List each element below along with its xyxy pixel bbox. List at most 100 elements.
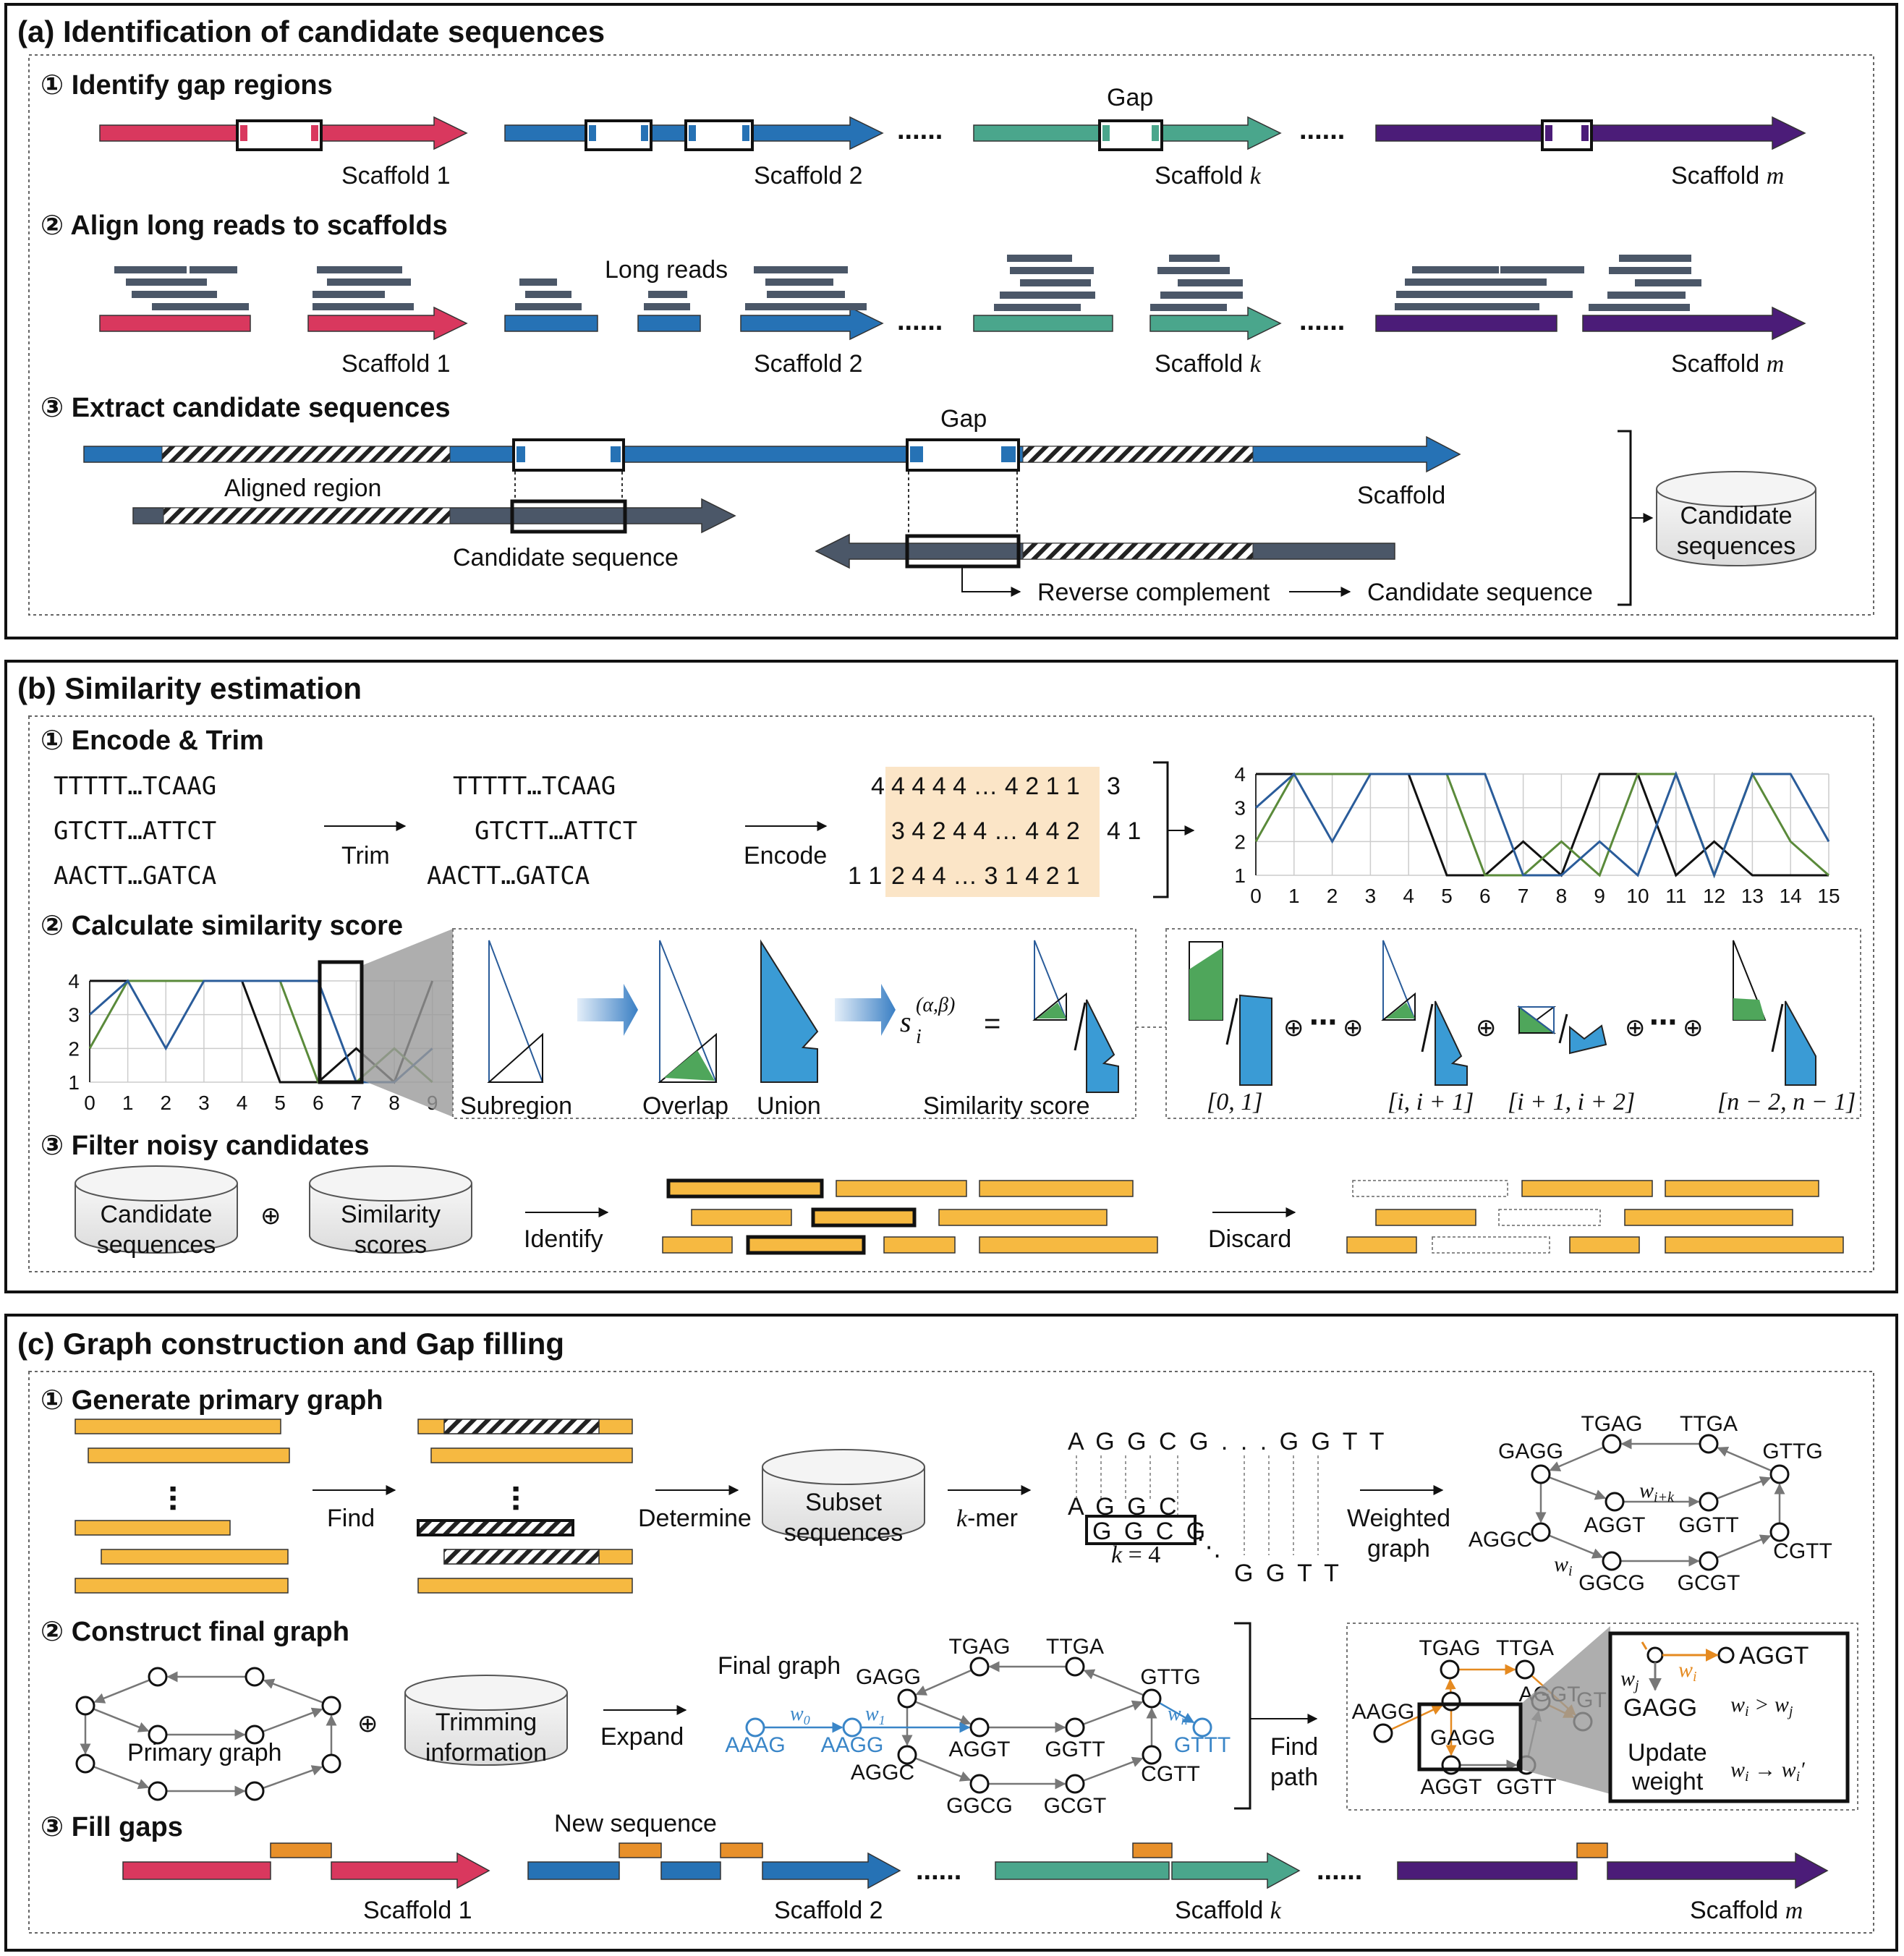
- graph-node: [1515, 1659, 1535, 1680]
- y-tick-label: 3: [1234, 797, 1246, 820]
- x-tick-label: 11: [1665, 885, 1686, 907]
- panel-b: (b) Similarity estimation ① Encode & Tri…: [4, 660, 1898, 1293]
- svg-text:information: information: [425, 1739, 547, 1766]
- panel-a-title: (a) Identification of candidate sequence…: [17, 14, 605, 48]
- graph-node-label: GAGG: [1498, 1440, 1563, 1463]
- x-tick-label: 14: [1780, 885, 1802, 907]
- graph-edge: [1390, 1704, 1443, 1731]
- svg-text:4 4 4 4 … 4 2 1 1: 4 4 4 4 … 4 2 1 1: [891, 773, 1080, 800]
- panel-c-step3: ③ Fill gaps: [41, 1812, 183, 1842]
- graph-node: [1699, 1551, 1719, 1571]
- graph-edge: [93, 1766, 150, 1790]
- graph-node-label: TGAG: [1419, 1636, 1480, 1660]
- panel-b-step1: ① Encode & Trim: [41, 726, 264, 756]
- graph-node: [75, 1753, 95, 1774]
- svg-text:=: =: [984, 1008, 1000, 1039]
- svg-text:sequences: sequences: [784, 1519, 903, 1547]
- graph-edge: [1083, 1669, 1144, 1696]
- svg-text:scores: scores: [354, 1231, 427, 1259]
- svg-text:G G T T: G G T T: [1234, 1560, 1342, 1587]
- scaffold-m-label: Scaffold m: [1671, 162, 1784, 190]
- graph-edge: [263, 1678, 324, 1704]
- trimmed-sequences: TTTTT…TCAAG GTCTT…ATTCT AACTT…GATCA: [427, 772, 637, 890]
- svg-text:1 1: 1 1: [848, 862, 882, 890]
- graph-node-label: TTGA: [1046, 1635, 1104, 1659]
- svg-text:Update: Update: [1628, 1739, 1707, 1766]
- graph-edge: [1082, 1700, 1144, 1725]
- a2-alignments: Long reads ...... ...... Scaffold 1 Scaf…: [99, 255, 1806, 378]
- graph-node-label: GGCG: [946, 1794, 1013, 1818]
- svg-text:......: ......: [1299, 306, 1345, 336]
- svg-text:⋯: ⋯: [1309, 1008, 1337, 1038]
- long-reads-label: Long reads: [605, 256, 728, 284]
- graph-node-label: AGGT: [948, 1738, 1010, 1761]
- w-label: w0: [790, 1703, 810, 1727]
- graph-node: [969, 1774, 990, 1794]
- y-tick-label: 2: [68, 1037, 80, 1060]
- scaffold-label: Scaffold: [1357, 482, 1445, 509]
- a1-scaffolds: Gap ...... ...... Scaffold 1 Scaffold 2 …: [99, 84, 1806, 190]
- graph-node: [1605, 1492, 1625, 1512]
- similarity-formula: s: [900, 1005, 911, 1038]
- svg-text:⋯: ⋯: [1649, 1008, 1677, 1038]
- graph-node-label: AAAG: [725, 1733, 785, 1757]
- svg-text:Gap: Gap: [940, 405, 987, 433]
- svg-text:Trimming: Trimming: [435, 1709, 537, 1736]
- graph-node: [1142, 1688, 1162, 1709]
- graph-node-label: GAGG: [856, 1665, 921, 1689]
- graph-node: [969, 1657, 990, 1677]
- svg-text:Scaffold k: Scaffold k: [1155, 350, 1262, 378]
- trimming-info-db: Trimming information: [404, 1675, 568, 1766]
- svg-text:GTCTT…ATTCT: GTCTT…ATTCT: [475, 817, 637, 846]
- graph-edge: [915, 1669, 972, 1696]
- y-tick-label: 1: [68, 1071, 80, 1094]
- union-shape: [760, 939, 819, 1083]
- panel-c-title: (c) Graph construction and Gap filling: [17, 1327, 564, 1361]
- panel-a-step3: ③ Extract candidate sequences: [41, 393, 451, 423]
- panel-b-step3: ③ Filter noisy candidates: [41, 1131, 370, 1161]
- svg-text:Final graph: Final graph: [718, 1652, 841, 1680]
- svg-text:......: ......: [897, 115, 943, 145]
- kmer-illustration: A G G C G . . . G G T T A G G C G G C G …: [1068, 1428, 1385, 1587]
- svg-text:(α,β): (α,β): [916, 994, 955, 1016]
- graph-node-label: TTGA: [1496, 1636, 1554, 1660]
- graph-node-label: TGAG: [948, 1635, 1010, 1659]
- svg-text:GTCTT…ATTCT: GTCTT…ATTCT: [54, 817, 216, 846]
- graph-node: [148, 1667, 168, 1687]
- panel-b-step2: ② Calculate similarity score: [41, 911, 403, 941]
- graph-edge: [914, 1701, 972, 1725]
- svg-text:Similarity: Similarity: [341, 1201, 441, 1228]
- svg-text:[i, i + 1]: [i, i + 1]: [1387, 1089, 1474, 1115]
- graph-node-label: GGCG: [1578, 1571, 1645, 1595]
- graph-node-label: CGTT: [1141, 1762, 1200, 1786]
- graph-edge: [93, 1679, 150, 1704]
- svg-text:......: ......: [1299, 115, 1345, 145]
- graph-node: [842, 1717, 862, 1738]
- series-line: [1255, 770, 1830, 879]
- graph-edge: [262, 1707, 323, 1732]
- svg-text:Scaffold 2: Scaffold 2: [774, 1897, 883, 1924]
- svg-text:i: i: [916, 1026, 922, 1048]
- w-label: wn: [1168, 1703, 1188, 1727]
- svg-text:Weighted: Weighted: [1347, 1505, 1450, 1532]
- x-tick-label: 6: [313, 1092, 324, 1114]
- svg-text:......: ......: [1317, 1855, 1362, 1886]
- svg-text:⊕: ⊕: [357, 1710, 378, 1738]
- graph-node: [897, 1745, 917, 1765]
- svg-text:3: 3: [1107, 773, 1121, 800]
- graph-node: [1531, 1522, 1551, 1542]
- x-tick-label: 8: [388, 1092, 400, 1114]
- svg-text:Candidate: Candidate: [100, 1201, 212, 1228]
- x-tick-label: 1: [122, 1092, 134, 1114]
- graph-node-label: CGTT: [1773, 1539, 1832, 1563]
- y-tick-label: 1: [1234, 864, 1246, 887]
- w-label: w1: [865, 1703, 885, 1727]
- graph-node: [75, 1696, 95, 1716]
- svg-text:Discard: Discard: [1208, 1225, 1291, 1253]
- graph-edge: [1082, 1756, 1144, 1782]
- reverse-complement-label: Reverse complement: [1037, 579, 1270, 606]
- subset-sequences-db: Subset sequences: [762, 1449, 925, 1547]
- graph-node-label: AGGC: [851, 1761, 914, 1785]
- svg-text:Find: Find: [1270, 1733, 1318, 1761]
